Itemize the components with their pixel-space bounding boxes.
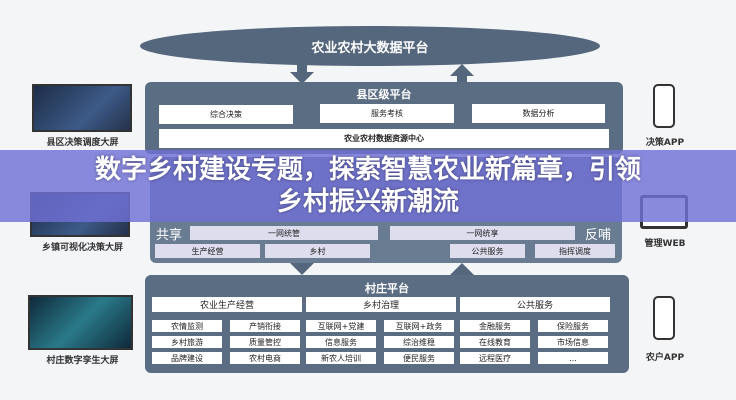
village-item: 保险服务 (538, 320, 608, 332)
village-item: 农情监测 (152, 320, 222, 332)
village-item: 市场信息 (538, 336, 608, 348)
township-item: 生产经营 (155, 244, 260, 258)
county-screen-image (32, 84, 132, 132)
village-group-title: 公共服务 (460, 297, 610, 312)
township-item: 公共服务 (450, 244, 525, 258)
village-title: 村庄平台 (365, 282, 409, 295)
township-item: 乡村 (265, 244, 370, 258)
village-item: 综治维稳 (384, 336, 454, 348)
village-item: 金融服务 (460, 320, 530, 332)
left-caption: 乡镇可视化决策大屏 (41, 243, 123, 253)
left-caption: 村庄数字孪生大屏 (46, 356, 119, 366)
left-caption: 县区决策调度大屏 (46, 138, 119, 148)
down-arrow-icon (290, 263, 314, 275)
share-label: 共享 (156, 228, 183, 243)
township-item: 指挥调度 (535, 244, 615, 258)
village-group-title: 乡村治理 (306, 297, 456, 312)
top-platform-label: 农业农村大数据平台 (311, 40, 429, 56)
county-item: 综合决策 (159, 105, 293, 124)
village-item: 乡村旅游 (152, 336, 222, 348)
right-caption: 决策APP (645, 138, 685, 148)
village-item: 农村电商 (230, 352, 300, 364)
county-platform: 县区级平台 综合决策 服务考核 数据分析 农业农村数据资源中心 (145, 82, 623, 154)
feedback-label: 反哺 (585, 228, 612, 243)
county-item: 数据分析 (472, 104, 605, 123)
right-caption: 管理WEB (644, 239, 686, 249)
up-arrow-icon (450, 263, 474, 275)
village-item: 在线教育 (460, 336, 530, 348)
up-arrow-icon (450, 64, 474, 84)
village-platform: 村庄平台 农业生产经营农情监测产销衔接乡村旅游质量管控品牌建设农村电商 乡村治理互… (145, 275, 629, 373)
banner-line-1: 数字乡村建设专题，探索智慧农业新篇章，引领 (94, 155, 641, 185)
village-twin-screen-image (28, 295, 133, 350)
phone-icon (653, 84, 675, 128)
village-item: 信息服务 (306, 336, 376, 348)
village-item: 远程医疗 (460, 352, 530, 364)
down-arrow-icon (290, 64, 314, 84)
village-item: 品牌建设 (152, 352, 222, 364)
village-item: 新农人培训 (306, 352, 376, 364)
title-banner: 数字乡村建设专题，探索智慧农业新篇章，引领 乡村振兴新潮流 (0, 150, 736, 222)
village-item: 质量管控 (230, 336, 300, 348)
township-bar: 一网统享 (390, 226, 575, 240)
village-item: ... (538, 352, 608, 364)
data-resource-center: 农业农村数据资源中心 (159, 129, 609, 148)
top-platform: 农业农村大数据平台 (140, 26, 600, 66)
village-item: 互联网+党建 (306, 320, 376, 332)
county-item: 服务考核 (320, 104, 454, 123)
banner-line-2: 乡村振兴新潮流 (276, 187, 459, 217)
county-title: 县区级平台 (356, 88, 412, 101)
village-group-title: 农业生产经营 (152, 297, 302, 312)
right-caption: 农户APP (645, 353, 685, 363)
township-bar: 一网统管 (190, 226, 378, 240)
village-item: 互联网+政务 (384, 320, 454, 332)
village-item: 产销衔接 (230, 320, 300, 332)
phone-icon (653, 296, 675, 340)
village-item: 便民服务 (384, 352, 454, 364)
